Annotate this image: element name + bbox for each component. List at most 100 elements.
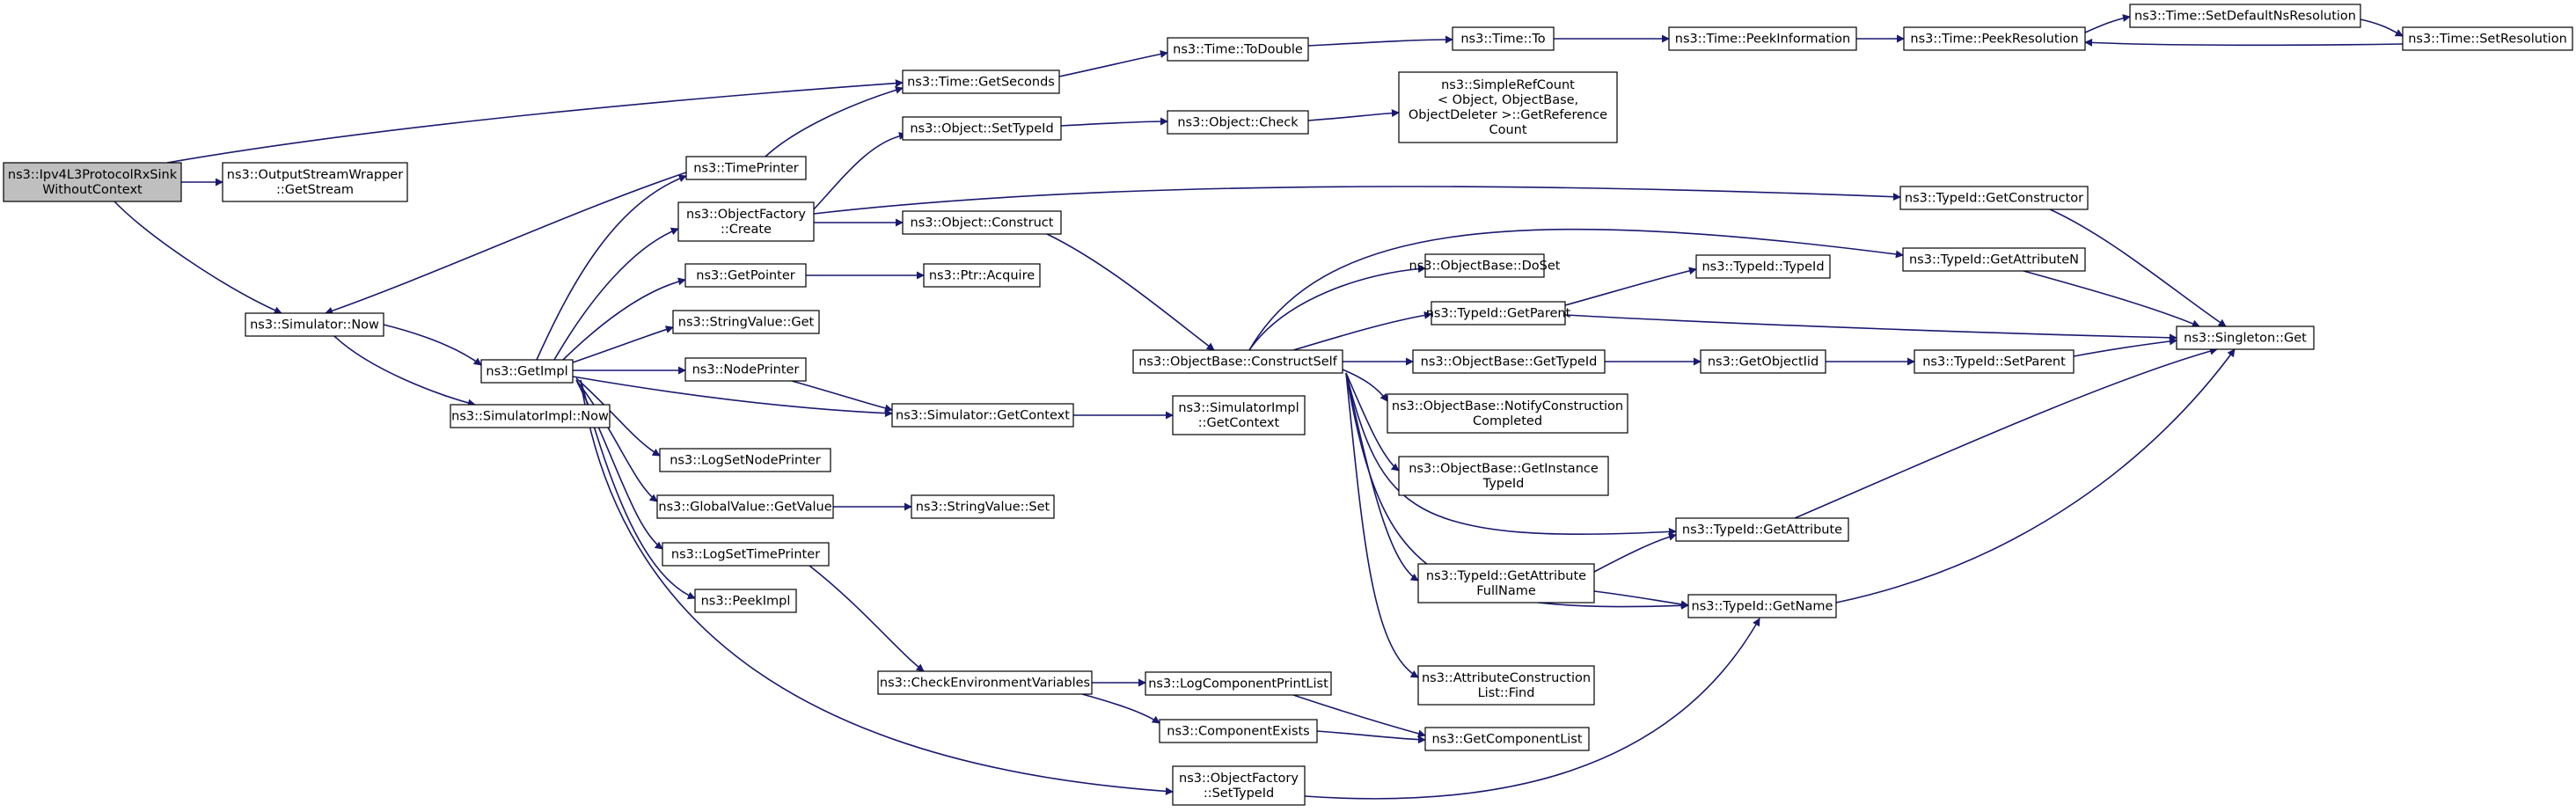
node-simgetctx[interactable]: ns3::Simulator::GetContext bbox=[891, 403, 1074, 428]
node-obgettypeid[interactable]: ns3::ObjectBase::GetTypeId bbox=[1412, 349, 1606, 374]
node-typeidtypeid[interactable]: ns3::TypeId::TypeId bbox=[1695, 254, 1831, 279]
node-lognodeprinter[interactable]: ns3::LogSetNodePrinter bbox=[659, 448, 831, 472]
node-label: ns3::Object::SetTypeId bbox=[910, 122, 1053, 136]
node-label: ns3::LogSetNodePrinter bbox=[670, 454, 821, 468]
node-getpointer[interactable]: ns3::GetPointer bbox=[684, 263, 807, 288]
node-peekimpl[interactable]: ns3::PeekImpl bbox=[694, 589, 797, 613]
node-box bbox=[2176, 326, 2315, 350]
node-box bbox=[1172, 765, 1306, 806]
node-label: ns3::Time::PeekInformation bbox=[1675, 33, 1850, 47]
node-todouble[interactable]: ns3::Time::ToDouble bbox=[1167, 37, 1309, 62]
node-label: ns3::Time::To bbox=[1460, 33, 1545, 47]
edge-objconstruct-to-constructself bbox=[1046, 233, 1215, 351]
node-getseconds[interactable]: ns3::Time::GetSeconds bbox=[902, 69, 1060, 94]
node-ofsettypeid[interactable]: ns3::ObjectFactory::SetTypeId bbox=[1172, 765, 1306, 806]
node-label: ns3::SimulatorImpl bbox=[1178, 401, 1299, 415]
node-box bbox=[923, 263, 1041, 288]
edge-constructself-to-getattributen bbox=[1248, 228, 1904, 351]
node-label: ns3::TypeId::TypeId bbox=[1701, 260, 1824, 274]
node-getimpl[interactable]: ns3::GetImpl bbox=[480, 359, 574, 384]
node-box bbox=[245, 312, 384, 337]
edge-getconstructor-to-singletonget bbox=[2049, 208, 2227, 327]
node-objconstruct[interactable]: ns3::Object::Construct bbox=[902, 210, 1062, 235]
node-setparent[interactable]: ns3::TypeId::SetParent bbox=[1914, 349, 2075, 374]
node-label: ns3::Time::SetResolution bbox=[2408, 33, 2567, 47]
node-label: ObjectDeleter >::GetReference bbox=[1409, 108, 1607, 122]
node-label: < Object, ObjectBase, bbox=[1438, 93, 1578, 107]
node-box bbox=[684, 357, 807, 382]
node-nodeprinter[interactable]: ns3::NodePrinter bbox=[684, 357, 807, 382]
node-getparent[interactable]: ns3::TypeId::GetParent bbox=[1426, 301, 1571, 326]
node-label: ns3::GetComponentList bbox=[1431, 733, 1582, 747]
edge-getimpl-to-timeprinter bbox=[536, 174, 687, 361]
edge-setdefaultns-to-setresolution bbox=[2360, 18, 2404, 37]
edge-objcheck-to-refcount bbox=[1307, 109, 1400, 121]
node-ofcreate[interactable]: ns3::ObjectFactory::Create bbox=[677, 201, 815, 242]
edge-getimpl-to-simgetctx bbox=[572, 376, 893, 418]
node-label: ns3::ObjectBase::DoSet bbox=[1409, 260, 1561, 274]
node-label: ::SetTypeId bbox=[1204, 786, 1274, 801]
node-label: FullName bbox=[1476, 584, 1536, 598]
node-box bbox=[2129, 4, 2361, 28]
node-box bbox=[1675, 517, 1849, 542]
node-getname[interactable]: ns3::TypeId::GetName bbox=[1687, 594, 1837, 618]
node-box bbox=[1902, 247, 2086, 272]
node-box bbox=[1914, 349, 2075, 374]
node-objcheck[interactable]: ns3::Object::Check bbox=[1167, 110, 1309, 135]
node-simimplctx[interactable]: ns3::SimulatorImpl::GetContext bbox=[1172, 395, 1306, 435]
node-logtimeprinter[interactable]: ns3::LogSetTimePrinter bbox=[662, 542, 830, 567]
node-label: ns3::SimulatorImpl::Now bbox=[451, 410, 609, 424]
node-osw[interactable]: ns3::OutputStreamWrapper::GetStream bbox=[222, 162, 408, 202]
node-label: ns3::TypeId::GetAttribute bbox=[1682, 523, 1842, 538]
node-setypeid[interactable]: ns3::Object::SetTypeId bbox=[902, 116, 1062, 141]
node-label: ns3::ObjectFactory bbox=[686, 208, 806, 222]
node-getattribute[interactable]: ns3::TypeId::GetAttribute bbox=[1675, 517, 1849, 542]
edge-getname-to-singletonget bbox=[1835, 348, 2236, 604]
node-box bbox=[1687, 594, 1837, 618]
node-box bbox=[1145, 671, 1332, 696]
node-ptracquire[interactable]: ns3::Ptr::Acquire bbox=[923, 263, 1041, 288]
node-setdefaultns[interactable]: ns3::Time::SetDefaultNsResolution bbox=[2129, 4, 2361, 28]
node-getobjectiid[interactable]: ns3::GetObjectIid bbox=[1700, 349, 1826, 374]
node-singletonget[interactable]: ns3::Singleton::Get bbox=[2176, 326, 2315, 350]
node-svset[interactable]: ns3::StringValue::Set bbox=[911, 494, 1055, 519]
node-label: ns3::GetImpl bbox=[486, 365, 567, 379]
node-box bbox=[694, 589, 797, 613]
node-compexists[interactable]: ns3::ComponentExists bbox=[1159, 719, 1318, 743]
node-box bbox=[1668, 26, 1857, 51]
node-label: ns3::ObjectBase::GetTypeId bbox=[1421, 355, 1598, 369]
node-getcomplist[interactable]: ns3::GetComponentList bbox=[1424, 727, 1590, 751]
node-peekinfo[interactable]: ns3::Time::PeekInformation bbox=[1668, 26, 1857, 51]
node-box bbox=[1424, 727, 1590, 751]
node-simnow[interactable]: ns3::Simulator::Now bbox=[245, 312, 384, 337]
node-label: ns3::StringValue::Get bbox=[678, 316, 815, 330]
node-getconstructor[interactable]: ns3::TypeId::GetConstructor bbox=[1899, 186, 2089, 210]
node-box bbox=[1431, 301, 1566, 326]
node-box bbox=[1167, 37, 1309, 62]
edge-getseconds-to-todouble bbox=[1058, 50, 1168, 77]
node-svget[interactable]: ns3::StringValue::Get bbox=[672, 310, 820, 334]
node-simimplnow[interactable]: ns3::SimulatorImpl::Now bbox=[450, 404, 611, 428]
node-box bbox=[677, 201, 815, 242]
node-label: ns3::Ipv4L3ProtocolRxSink bbox=[8, 168, 178, 182]
node-timeto[interactable]: ns3::Time::To bbox=[1452, 26, 1555, 51]
node-setresolution[interactable]: ns3::Time::SetResolution bbox=[2402, 26, 2573, 51]
edge-simnow-to-getimpl bbox=[383, 324, 482, 366]
node-timeprinter[interactable]: ns3::TimePrinter bbox=[685, 156, 807, 180]
node-checkenv[interactable]: ns3::CheckEnvironmentVariables bbox=[877, 670, 1093, 695]
node-refcount[interactable]: ns3::SimpleRefCount< Object, ObjectBase,… bbox=[1398, 71, 1618, 143]
node-gvget[interactable]: ns3::GlobalValue::GetValue bbox=[656, 494, 834, 519]
node-label: ns3::LogComponentPrintList bbox=[1148, 677, 1328, 691]
node-peekres[interactable]: ns3::Time::PeekResolution bbox=[1903, 26, 2086, 51]
node-notifycons[interactable]: ns3::ObjectBase::NotifyConstructionCompl… bbox=[1387, 393, 1628, 434]
node-logcompprint[interactable]: ns3::LogComponentPrintList bbox=[1145, 671, 1332, 696]
node-constructself[interactable]: ns3::ObjectBase::ConstructSelf bbox=[1132, 349, 1343, 374]
node-box bbox=[3, 162, 182, 202]
node-doset[interactable]: ns3::ObjectBase::DoSet bbox=[1409, 253, 1561, 278]
node-label: ns3::PeekImpl bbox=[701, 595, 791, 609]
node-getattributen[interactable]: ns3::TypeId::GetAttributeN bbox=[1902, 247, 2086, 272]
